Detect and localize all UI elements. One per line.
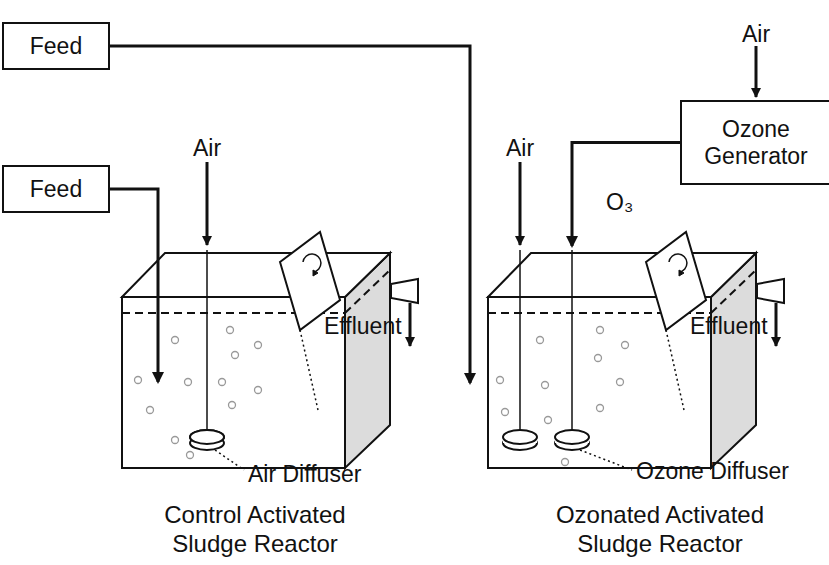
effluent-label: Effluent [690,314,768,339]
flow-line [572,143,680,247]
control-tank [122,162,418,470]
air-label: Air [742,22,770,47]
flow-line [110,189,158,382]
box-label: Feed [30,176,82,202]
feed-box: Feed [2,165,110,213]
ozonated-tank [488,162,784,470]
diffuser-label: Ozone Diffuser [636,459,789,484]
generator-box: Ozone Generator [680,100,829,185]
reactor: Control Activated Sludge Reactor [130,250,380,563]
ozone-label: O₃ [606,190,633,215]
air-label: Air [193,136,221,161]
air-arrow [755,46,758,97]
effluent-label: Effluent [324,314,402,339]
flow-line [110,46,470,383]
reactor-caption: Ozonated Activated Sludge Reactor [530,501,790,559]
reactor: Ozonated Activated Sludge Reactor [455,250,827,563]
box-label: Feed [30,33,82,59]
reactor-caption: Control Activated Sludge Reactor [130,501,380,559]
air-label: Air [506,136,534,161]
feed-box: Feed [2,22,110,70]
diffuser-label: Air Diffuser [248,462,361,487]
box-label: Ozone Generator [690,116,822,169]
